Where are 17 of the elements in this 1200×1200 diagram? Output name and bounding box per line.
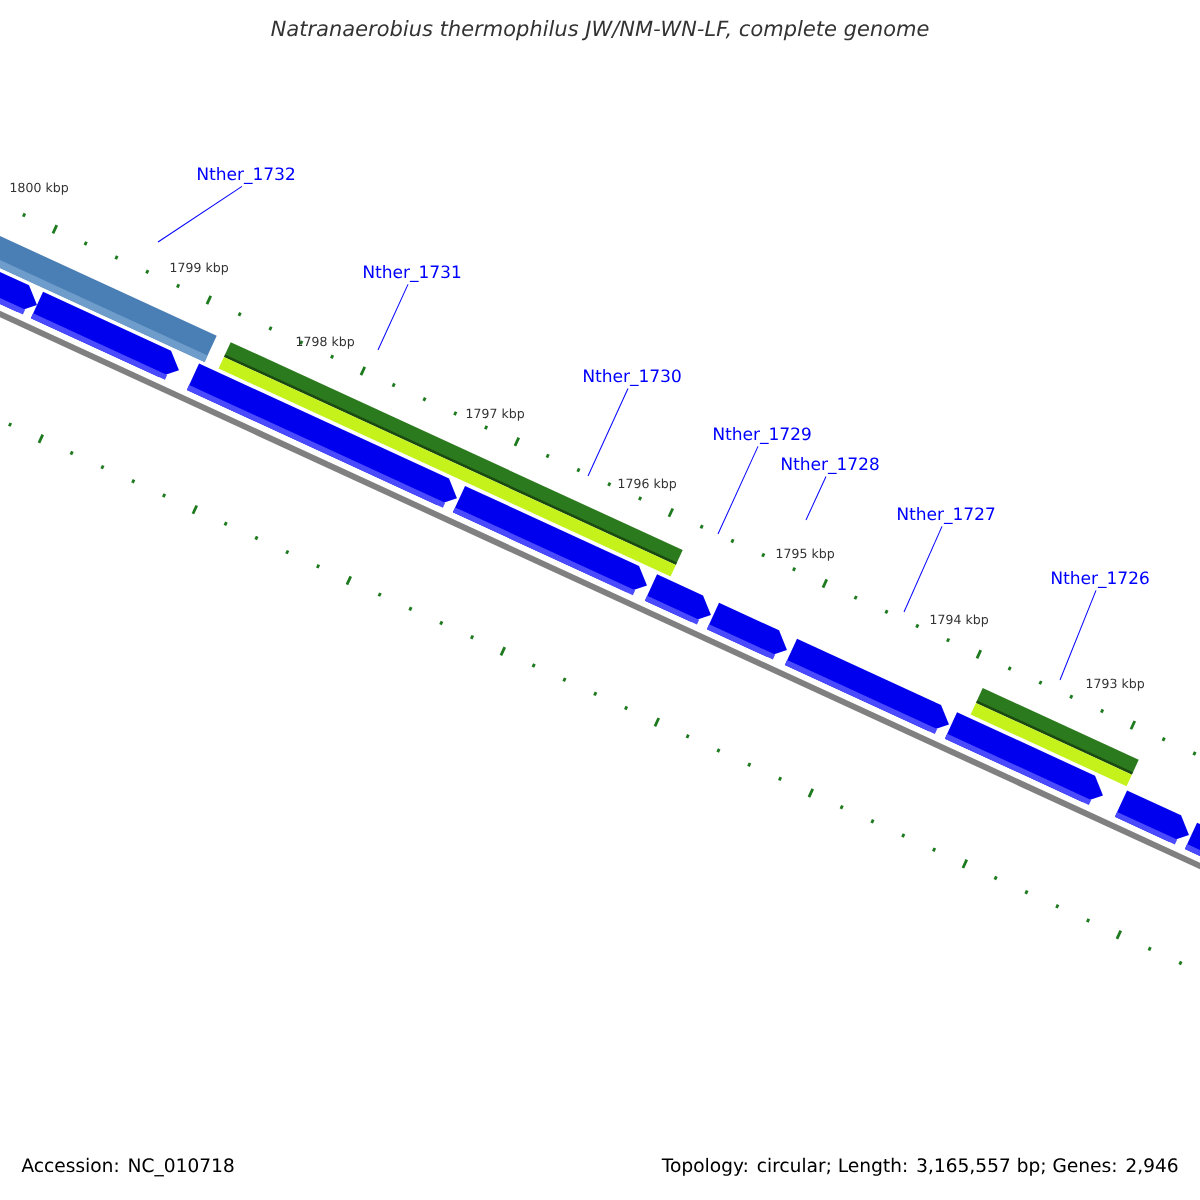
leader-line (157, 185, 243, 243)
leader-line (377, 283, 409, 351)
gene-label: Nther_1726 (1052, 571, 1149, 589)
leader-line (717, 445, 759, 535)
leader-line (1059, 589, 1097, 681)
gene-label: Nther_1727 (898, 507, 995, 524)
leader-line (903, 525, 943, 613)
gene-label: Nther_1730 (584, 369, 681, 386)
leader-line (805, 475, 827, 521)
gene-label: Nther_1731 (364, 265, 461, 282)
leader-line (587, 387, 629, 477)
gene-label: Nther_1729 (714, 427, 811, 444)
title: Natranaerobius thermophilus JW/NM-WN-LF, complete genome (271, 20, 929, 41)
footer-text: Accession: NC_010718 (21, 1157, 234, 1177)
footer-text: Topology: circular; Length: 3,165,557 bp; Genes: 2,946 (661, 1157, 1178, 1176)
gene-label: Nther_1728 (782, 457, 879, 474)
gene-label: Nther_1732 (198, 167, 295, 184)
